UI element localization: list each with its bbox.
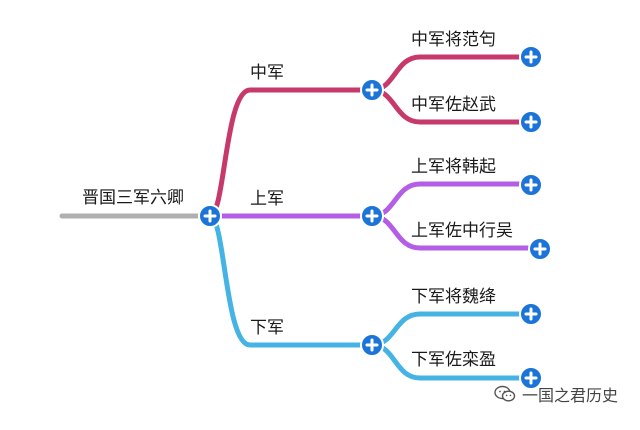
expand-button-leaf-4[interactable] [528, 237, 552, 261]
plus-icon [524, 115, 538, 129]
branch-label-zhongjun[interactable]: 中军 [250, 63, 284, 83]
leaf-label-shangjun-zuo[interactable]: 上军佐中行吴 [411, 221, 513, 241]
plus-icon [365, 83, 379, 97]
leaf-label-xiajun-zuo[interactable]: 下军佐栾盈 [411, 350, 496, 370]
leaf-connector-shangjun-jiang [369, 181, 533, 219]
expand-button-leaf-5[interactable] [519, 302, 543, 326]
expand-button-leaf-3[interactable] [519, 173, 543, 197]
expand-button-zhongjun[interactable] [360, 78, 384, 102]
plus-icon [524, 371, 538, 385]
plus-icon [524, 307, 538, 321]
leaf-label-zhongjun-jiang[interactable]: 中军将范匄 [411, 30, 496, 50]
branch-label-shangjun[interactable]: 上军 [250, 189, 284, 209]
plus-icon [524, 50, 538, 64]
expand-button-leaf-2[interactable] [519, 110, 543, 134]
plus-icon [533, 242, 547, 256]
root-topic[interactable]: 晋国三军六卿 [82, 188, 184, 208]
wechat-icon [494, 385, 516, 402]
branch-connector-zhongjun [207, 87, 375, 219]
leaf-label-zhongjun-zuo[interactable]: 中军佐赵武 [411, 95, 496, 115]
branch-connector-xiajun [207, 213, 375, 348]
expand-button-leaf-6[interactable] [519, 366, 543, 390]
expand-button-leaf-1[interactable] [519, 45, 543, 69]
leaf-connector-zhongjun-jiang [369, 54, 533, 93]
branch-label-xiajun[interactable]: 下军 [250, 318, 284, 338]
watermark-text: 一国之君历史 [521, 386, 618, 405]
plus-icon [524, 178, 538, 192]
expand-button-root[interactable] [198, 204, 222, 228]
expand-button-xiajun[interactable] [360, 333, 384, 357]
watermark: 一国之君历史 [494, 382, 618, 406]
expand-button-shangjun[interactable] [360, 204, 384, 228]
leaf-connector-xiajun-jiang [369, 311, 533, 348]
leaf-label-xiajun-jiang[interactable]: 下军将魏绛 [411, 287, 496, 307]
plus-icon [365, 338, 379, 352]
plus-icon [203, 209, 217, 223]
leaf-label-shangjun-jiang[interactable]: 上军将韩起 [411, 157, 496, 177]
plus-icon [365, 209, 379, 223]
